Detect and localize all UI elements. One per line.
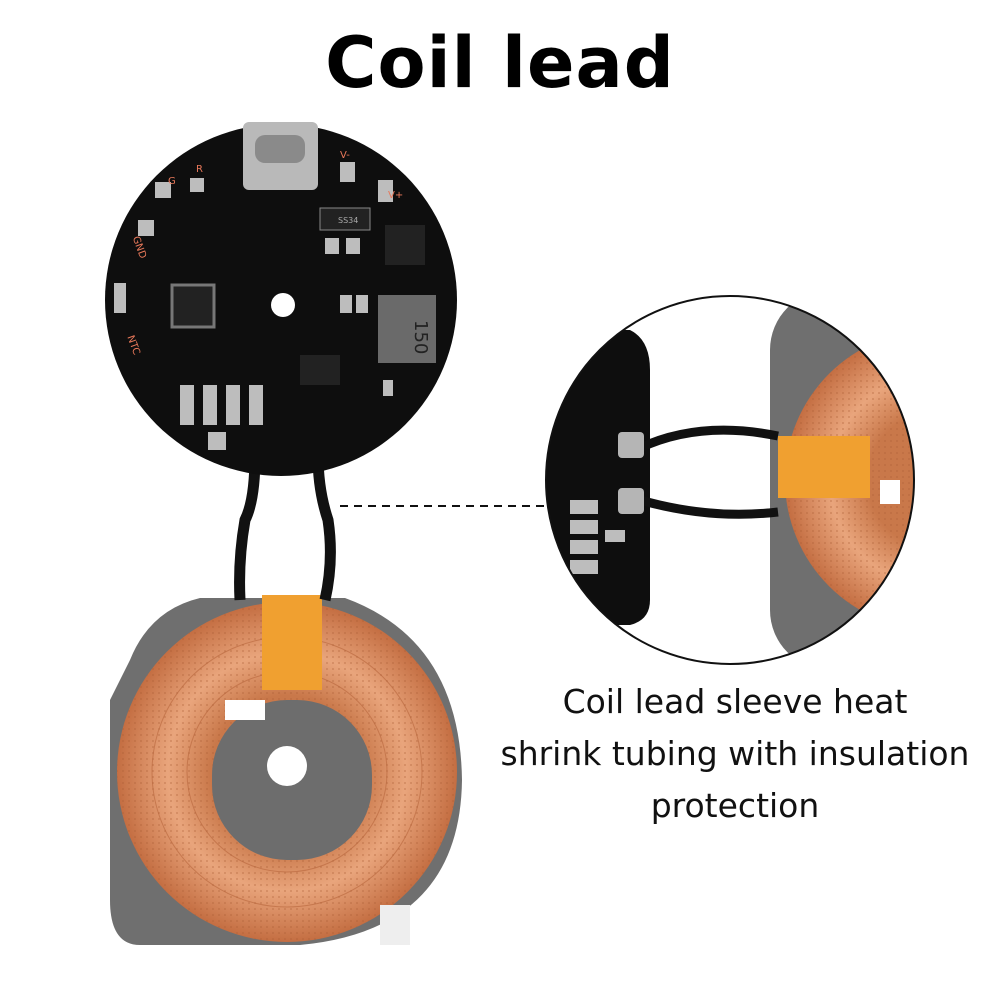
wireless-charging-coil: [110, 595, 462, 945]
svg-text:V+: V+: [388, 190, 403, 201]
caption-line: protection: [650, 786, 820, 825]
insulation-tape: [262, 595, 322, 690]
caption-line: shrink tubing with insulation: [500, 734, 970, 773]
pcb-board: 150 SS34 V- V- V+ R G GND NTC: [105, 122, 457, 476]
svg-text:G: G: [168, 176, 176, 187]
zoom-detail: [545, 295, 915, 665]
caption: Coil lead sleeve heat shrink tubing with…: [470, 676, 1000, 832]
svg-text:150: 150: [410, 320, 431, 354]
caption-line: Coil lead sleeve heat: [562, 682, 908, 721]
svg-text:V-: V-: [340, 150, 350, 161]
svg-text:SS34: SS34: [338, 216, 358, 225]
page-title: Coil lead: [325, 22, 675, 104]
svg-text:R: R: [196, 164, 203, 175]
